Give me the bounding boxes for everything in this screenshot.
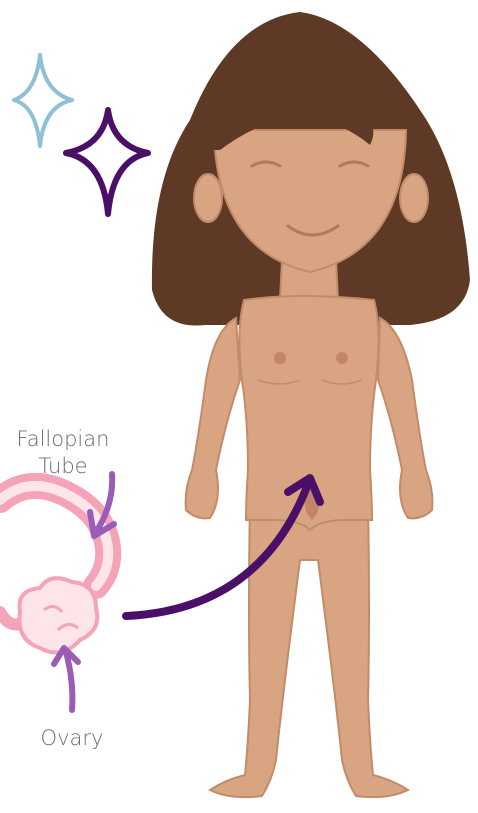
- fallopian-tube-label-line1: Fallopian: [0, 426, 126, 453]
- ovary: [19, 578, 97, 652]
- ovary-label: Ovary: [22, 725, 122, 752]
- fallopian-tube-label: Fallopian Tube: [0, 426, 126, 480]
- fallopian-tube-label-line2: Tube: [0, 453, 126, 480]
- sparkle-purple-icon: [66, 110, 148, 214]
- sparkle-blue-icon: [14, 55, 72, 146]
- chest-mark-right: [336, 352, 348, 364]
- left-arm: [186, 318, 240, 518]
- pointer-arrow-ovary: [54, 648, 78, 710]
- chest-mark-left: [274, 352, 286, 364]
- right-arm: [378, 318, 432, 518]
- girl-figure: [152, 12, 470, 797]
- legs: [210, 500, 408, 797]
